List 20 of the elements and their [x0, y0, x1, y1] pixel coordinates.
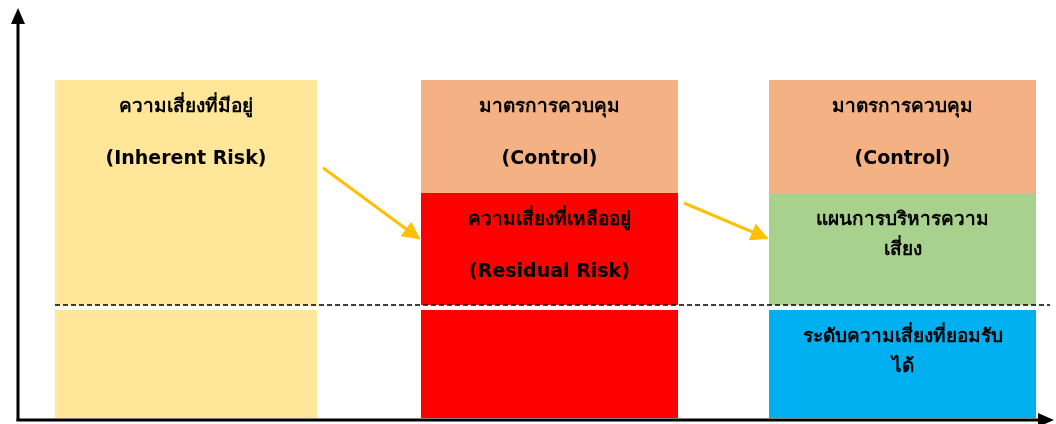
control-segment: [421, 80, 678, 193]
block-heading: มาตรการควบคุม: [479, 93, 620, 120]
block-subheading: (Control): [501, 145, 598, 170]
block-subheading: (Inherent Risk): [105, 145, 267, 170]
residual-risk-segment: [421, 193, 678, 305]
arrow: [322, 166, 421, 240]
risk-plan-segment: [769, 193, 1036, 305]
block-heading: ความเสี่ยงที่มีอยู่: [119, 91, 253, 120]
block-heading: แผนการบริหารความเสี่ยง: [815, 206, 990, 261]
residual-risk-segment: [421, 310, 678, 418]
risk-bar-segment: [55, 310, 317, 418]
block-heading: ระดับความเสี่ยงที่ยอมรับได้: [802, 321, 1003, 378]
control-segment: [769, 80, 1036, 193]
block-subheading: (Residual Risk): [469, 258, 630, 283]
block-subheading: (Control): [854, 145, 951, 170]
arrow: [683, 201, 769, 241]
risk-bar-segment: [55, 80, 317, 305]
block-heading: ความเสี่ยงที่เหลืออยู่: [468, 204, 631, 233]
acceptable-risk-segment: [769, 310, 1036, 418]
block-heading: มาตรการควบคุม: [832, 93, 973, 120]
